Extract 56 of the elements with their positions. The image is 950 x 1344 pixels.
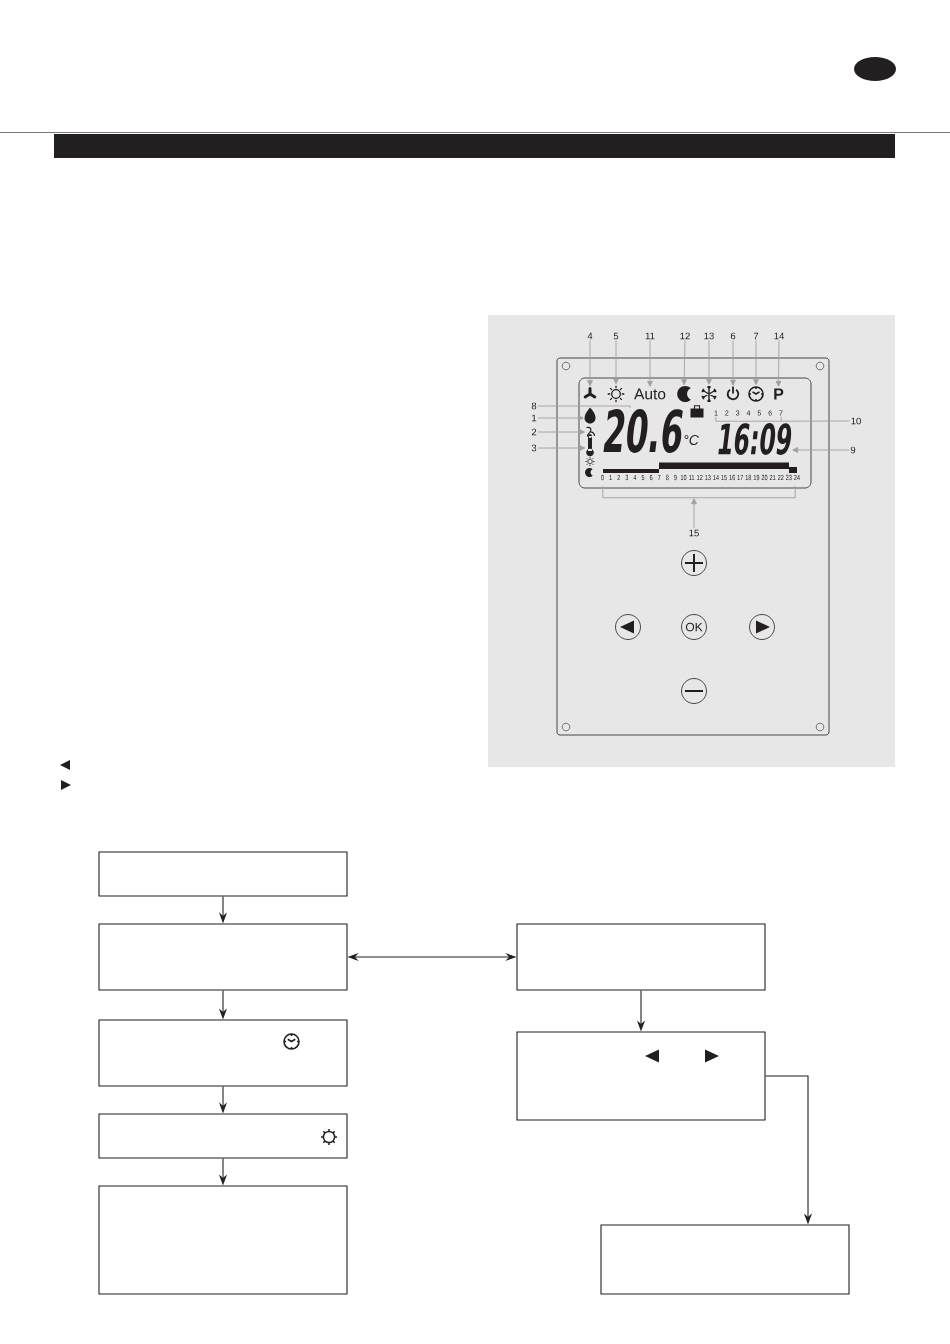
display-text: Auto xyxy=(634,388,666,400)
snowflake-icon xyxy=(700,385,718,403)
thermometer-icon xyxy=(586,434,594,457)
leader-line xyxy=(537,405,631,409)
callout-number: 7 xyxy=(753,332,759,340)
callout-number: 6 xyxy=(730,332,736,340)
leader-line xyxy=(706,340,712,385)
callout-number: 3 xyxy=(531,444,537,452)
sun-icon xyxy=(607,385,625,403)
fan-icon xyxy=(583,387,597,399)
process-box xyxy=(98,923,348,991)
unit-text: °C xyxy=(684,435,699,445)
process-box xyxy=(600,1224,850,1295)
process-box xyxy=(98,1185,348,1295)
callout-number: 15 xyxy=(689,529,699,537)
display-text: P xyxy=(774,388,784,400)
callout-number: 5 xyxy=(613,332,619,340)
process-box xyxy=(98,1113,348,1159)
ok-button: OK xyxy=(681,614,707,640)
callout-number: 2 xyxy=(531,428,537,436)
leader-line xyxy=(537,429,585,435)
callout-number: 9 xyxy=(850,446,856,454)
power-icon xyxy=(726,385,740,401)
leader-line xyxy=(647,340,653,387)
leader-line xyxy=(587,340,593,387)
flame-icon xyxy=(584,407,596,424)
callout-number: 11 xyxy=(645,332,655,340)
lcd-screen xyxy=(578,377,812,489)
bracket xyxy=(602,485,796,499)
leader-line xyxy=(775,340,782,387)
airflow-icon xyxy=(585,426,596,438)
callout-number: 14 xyxy=(774,332,784,340)
clock-digits: 16:09 xyxy=(718,423,792,455)
process-box xyxy=(98,851,348,897)
leader-line xyxy=(681,340,687,386)
leader-line xyxy=(780,420,850,422)
leader-line xyxy=(691,498,697,529)
callout-number: 10 xyxy=(851,417,861,425)
callout-number: 4 xyxy=(587,332,593,340)
bracket xyxy=(715,416,782,422)
leader-line xyxy=(753,340,759,386)
leader-line xyxy=(537,445,586,451)
process-box xyxy=(98,1019,348,1087)
process-box xyxy=(516,1031,766,1121)
callout-number: 12 xyxy=(680,332,690,340)
callout-number: 13 xyxy=(704,332,714,340)
clock-icon xyxy=(748,386,764,402)
temperature-digits: 20.6 xyxy=(603,409,683,453)
moon-icon xyxy=(677,386,691,402)
leader-line xyxy=(730,340,736,386)
callout-number: 8 xyxy=(531,402,537,410)
leader-line xyxy=(792,447,850,453)
process-box xyxy=(516,923,766,991)
leader-line xyxy=(613,340,619,385)
leader-line xyxy=(537,415,584,421)
callout-number: 1 xyxy=(532,414,537,422)
